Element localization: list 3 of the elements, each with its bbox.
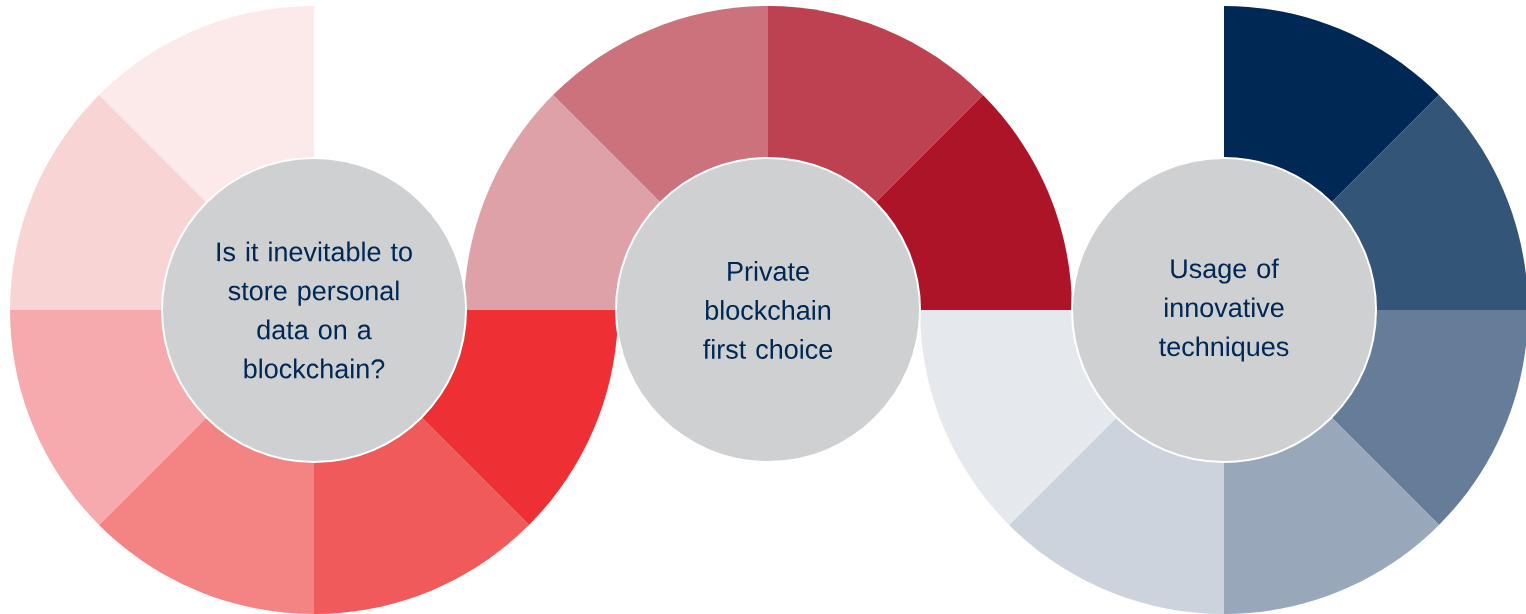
circle-label: Private blockchain first choice [615, 157, 921, 463]
circle-label: Usage of innovative techniques [1071, 157, 1377, 463]
circle-label: Is it inevitable to store personal data on a blockchain? [161, 157, 467, 463]
